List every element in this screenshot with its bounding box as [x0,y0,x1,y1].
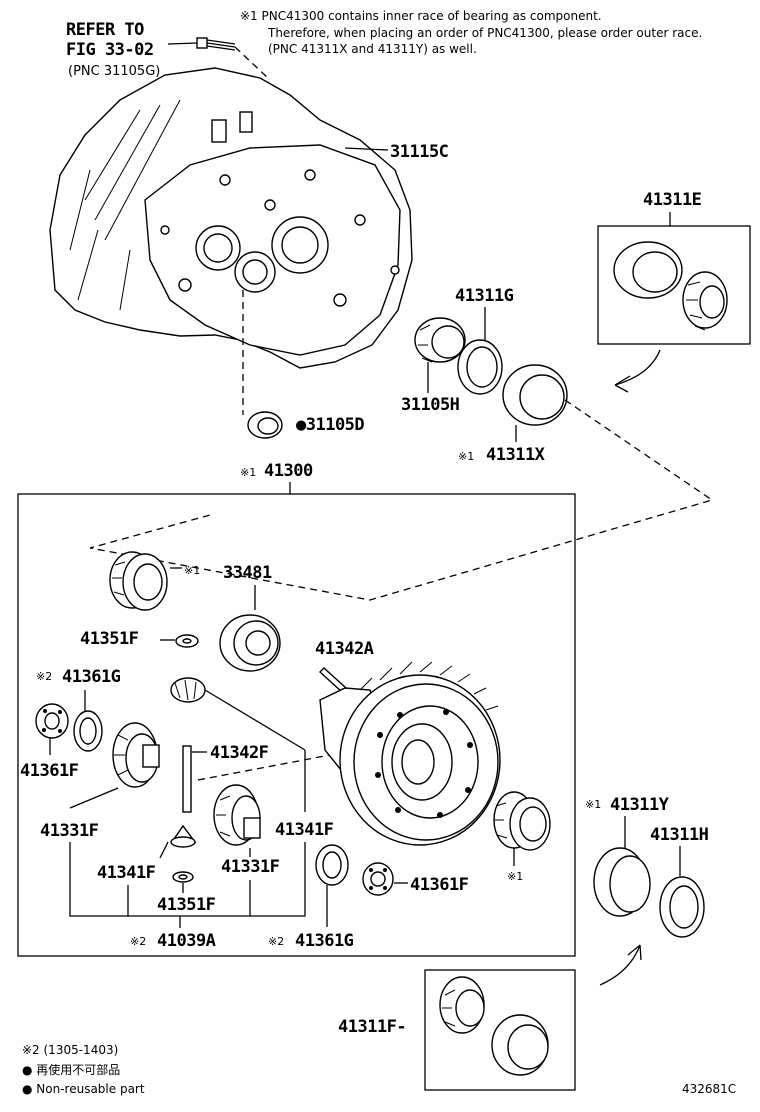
footnote-2: ※2 (1305-1403) [22,1043,118,1057]
label-41331F-left: 41331F [40,821,99,841]
bolt-part[interactable] [167,37,271,81]
mark-41311Y: ※1 [585,798,601,811]
oil-seal-33481[interactable] [219,614,281,672]
label-41311G: 41311G [455,286,514,306]
label-41311F: 41311F- [338,1017,406,1037]
refer-line2: FIG 33-02 [66,40,154,60]
label-41361G-top: 41361G [62,667,121,687]
mark-41361G-top: ※2 [36,670,52,683]
box-41311F [424,969,576,1091]
label-41342A: 41342A [315,639,374,659]
washer-41361F-right[interactable] [362,862,394,896]
seal-31105H[interactable] [414,317,466,363]
bearing-set-41311E[interactable] [613,241,728,331]
bearing-set-41311F[interactable] [439,976,549,1076]
mark-41361G-bottom: ※2 [268,935,284,948]
label-41311H: 41311H [650,825,709,845]
side-gear-left[interactable] [112,722,160,788]
label-41341F-right: 41341F [275,820,334,840]
legend-jp: ● 再使用不可部品 [22,1062,120,1077]
label-41039A: 41039A [157,931,216,951]
shim-41311H[interactable] [659,876,705,938]
label-31105D: ●31105D [296,415,364,435]
box-41300 [17,493,576,957]
label-41311X: 41311X [486,445,546,465]
washer-41351F-top[interactable] [175,634,199,648]
label-41361F-left: 41361F [20,761,79,781]
shim-41311G[interactable] [457,339,503,395]
label-31115C: 31115C [390,142,448,162]
oil-seal-31105D[interactable] [247,411,283,439]
legend-en: ● Non-reusable part [22,1082,145,1096]
transaxle-case[interactable] [49,67,413,369]
figure-code: 432681C [682,1082,736,1096]
pinion-gear-top[interactable] [170,677,206,703]
washer-41361F-left[interactable] [35,703,69,739]
washer-41351F-bottom[interactable] [172,871,194,883]
mark-bearing-top: ※1 [184,564,200,577]
mark-41300: ※1 [240,466,256,479]
differential-ring-gear[interactable] [319,661,501,846]
label-41351F-bottom: 41351F [157,895,216,915]
bearing-inner-right[interactable] [493,791,551,851]
refer-line1: REFER TO [66,20,144,40]
label-41341F-left: 41341F [97,863,156,883]
pinion-gear-bottom[interactable] [170,824,197,848]
label-41361F-right: 41361F [410,875,469,895]
outer-race-41311Y[interactable] [593,847,651,917]
note1-line1: ※1 PNC41300 contains inner race of beari… [240,9,602,23]
label-41311Y: 41311Y [610,795,670,815]
washer-41361G-top[interactable] [73,710,103,752]
note1-line3: (PNC 41311X and 41311Y) as well. [268,42,477,56]
shaft-41342F[interactable] [182,745,192,813]
label-41311E: 41311E [643,190,702,210]
label-41361G-bottom: 41361G [295,931,354,951]
washer-41361G-bottom[interactable] [315,844,349,886]
label-41342F: 41342F [210,743,269,763]
label-33481: 33481 [223,563,272,583]
box-41311E [597,225,751,345]
note1-line2: Therefore, when placing an order of PNC4… [267,26,702,40]
side-gear-mid[interactable] [213,784,261,846]
bearing-inner-top[interactable] [109,551,168,611]
label-31105H: 31105H [401,395,460,415]
label-41331F-mid: 41331F [221,857,280,877]
outer-race-41311X[interactable] [502,364,568,426]
mark-41039A: ※2 [130,935,146,948]
label-41300: 41300 [264,461,313,481]
mark-41311X: ※1 [458,450,474,463]
refer-note: REFER TO FIG 33-02 (PNC 31105G) [66,20,160,79]
component-note: ※1 PNC41300 contains inner race of beari… [240,9,702,56]
label-41351F-top: 41351F [80,629,139,649]
refer-line3: (PNC 31105G) [68,64,160,79]
mark-bearing-right: ※1 [507,870,523,883]
pin-41342A[interactable] [318,667,348,693]
